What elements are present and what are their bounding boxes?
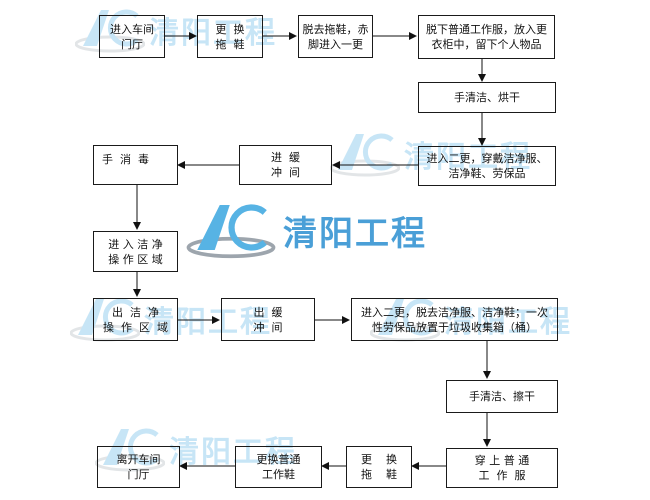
node-label: 更 换 拖 鞋 xyxy=(361,453,397,481)
node-label: 出 缓 冲 间 xyxy=(253,305,283,334)
node-second-change: 进入二更，穿戴洁净服、 洁净鞋、劳保品 xyxy=(418,146,556,186)
node-remove-slippers: 脱去拖鞋，赤 脚进入一更 xyxy=(298,15,373,58)
node-label: 进入车间 门厅 xyxy=(110,22,154,51)
node-buffer-out: 出 缓 冲 间 xyxy=(221,298,315,341)
node-change-normal-shoes: 更换普通 工作鞋 xyxy=(235,446,322,488)
node-second-change-out: 进入二更，脱去洁净服、洁净鞋；一次 性劳保品放置于垃圾收集箱（桶） xyxy=(351,298,558,341)
node-change-shoes-2: 更 换 拖 鞋 xyxy=(346,446,412,488)
node-label: 更换普通 工作鞋 xyxy=(256,453,301,481)
node-label: 进 缓 冲 间 xyxy=(271,151,300,179)
node-buffer-in: 进 缓 冲 间 xyxy=(239,145,332,185)
node-label: 进 入 洁 净 操 作 区 域 xyxy=(108,237,163,266)
node-label: 手清洁、擦干 xyxy=(469,390,535,403)
node-disinfect: 手 消 毒 xyxy=(93,145,178,185)
node-wash-dry-1: 手清洁、烘干 xyxy=(418,82,556,113)
node-label: 进入二更，穿戴洁净服、 洁净鞋、劳保品 xyxy=(426,152,548,180)
node-wash-dry-2: 手清洁、擦干 xyxy=(446,380,558,413)
node-label: 更 换 拖 鞋 xyxy=(215,22,245,51)
node-label: 离开车间 门厅 xyxy=(116,453,161,481)
node-enter-clean: 进 入 洁 净 操 作 区 域 xyxy=(93,231,178,272)
node-label: 穿 上 普 通 工 作 服 xyxy=(474,454,530,482)
node-label: 手 消 毒 xyxy=(102,153,149,166)
node-change-shoes-1: 更 换 拖 鞋 xyxy=(197,15,263,58)
node-enter-hall: 进入车间 门厅 xyxy=(99,15,165,58)
node-label: 进入二更，脱去洁净服、洁净鞋；一次 性劳保品放置于垃圾收集箱（桶） xyxy=(361,305,548,334)
node-remove-clothes: 脱下普通工作服，放入更 衣柜中，留下个人物品 xyxy=(418,15,555,59)
node-label: 出 洁 净 操 作 区 域 xyxy=(103,305,168,334)
node-label: 手清洁、烘干 xyxy=(454,91,520,104)
node-label: 脱去拖鞋，赤 脚进入一更 xyxy=(302,22,369,51)
node-exit-clean: 出 洁 净 操 作 区 域 xyxy=(93,298,178,341)
node-leave-hall: 离开车间 门厅 xyxy=(97,446,180,488)
node-wear-normal: 穿 上 普 通 工 作 服 xyxy=(446,448,558,488)
node-label: 脱下普通工作服，放入更 衣柜中，留下个人物品 xyxy=(426,23,547,51)
